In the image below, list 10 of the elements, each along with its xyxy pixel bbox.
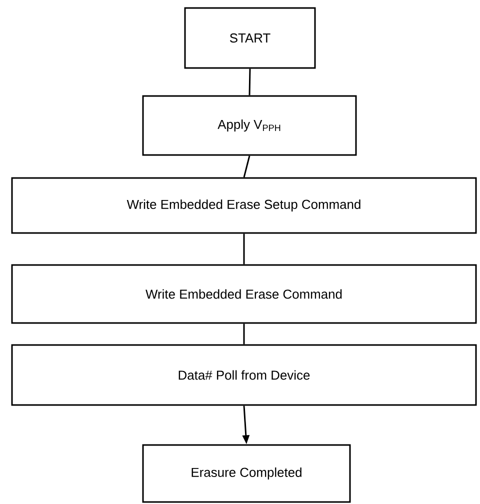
process-box: Data# Poll from Device (11, 344, 477, 406)
connector-line (248, 68, 251, 96)
connector-line (243, 324, 245, 344)
process-box: Apply V$_{PPH}$ (142, 95, 357, 156)
connector-line (243, 234, 245, 264)
end-box: Erasure Completed (142, 444, 351, 503)
process-box: Write Embedded Erase Setup Command (11, 177, 477, 234)
start-box: START (184, 7, 316, 69)
process-box: Write Embedded Erase Command (11, 264, 477, 324)
connector-line (243, 156, 250, 178)
